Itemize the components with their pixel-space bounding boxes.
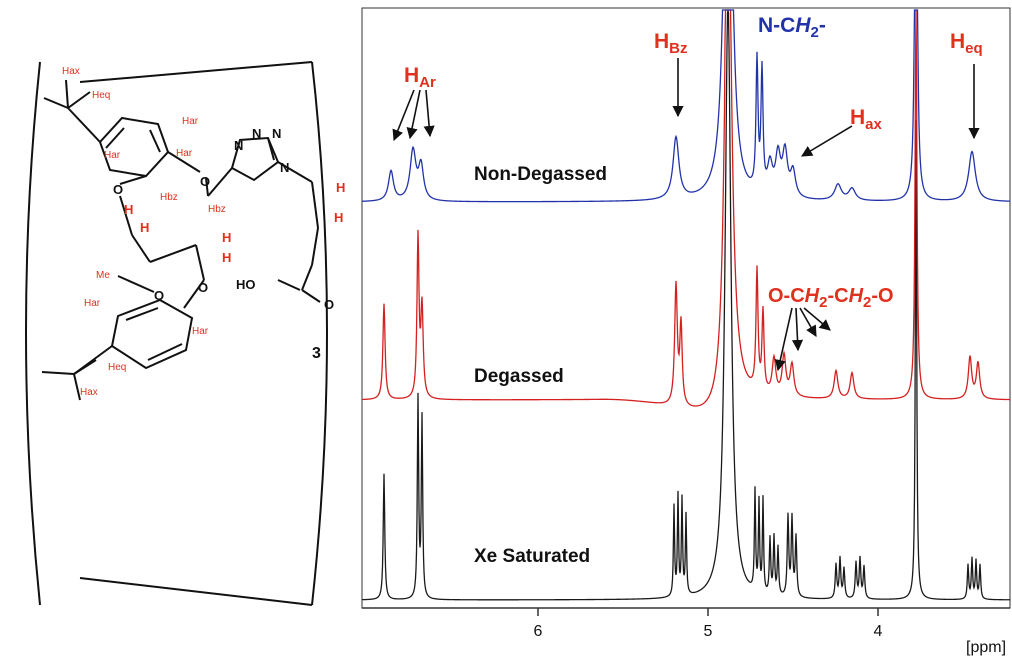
label-har-5: Har [192, 326, 209, 337]
label-har-3: Har [104, 150, 121, 161]
atom-n-4: N [280, 160, 289, 175]
x-unit-label: [ppm] [966, 639, 1006, 656]
annotation-har: HAr [404, 64, 436, 91]
tick-label-6: 6 [534, 623, 543, 640]
annotation-o-ch2-ch2-o: O-CH2-CH2-O [768, 285, 894, 311]
annotation-n-ch2: N-CH2- [758, 14, 826, 41]
trace-degassed [361, 9, 1011, 407]
left-bracket [25, 61, 41, 606]
tick-label-5: 5 [704, 623, 713, 640]
atom-o-methoxy: O [154, 288, 164, 303]
x-ticks [537, 608, 879, 616]
label-har-4: Har [84, 298, 101, 309]
annotation-hbz: HBz [654, 30, 688, 57]
atom-h-5: H [222, 230, 231, 245]
trace-label-non-degassed: Non-Degassed [474, 164, 607, 185]
arrow-hax [801, 125, 853, 157]
trace-label-xe-saturated: Xe Saturated [474, 546, 590, 567]
label-har-1: Har [182, 116, 199, 127]
atom-ho: HO [236, 277, 256, 292]
arrow-och-2 [791, 307, 804, 352]
molecular-structure [25, 61, 328, 606]
arrow-har-1 [392, 89, 415, 142]
annotation-arrows [392, 58, 980, 372]
atom-h-4: H [140, 220, 149, 235]
repeat-subscript: 3 [312, 345, 321, 362]
label-heq-lower: Heq [108, 362, 126, 373]
atom-o-triazole-link: O [200, 174, 210, 189]
atom-o-upper: O [113, 182, 123, 197]
atom-h-3: H [124, 202, 133, 217]
nmr-panel: 6 5 4 [ppm] Non-Degassed Degassed Xe Sat… [361, 7, 1011, 656]
label-heq-upper: Heq [92, 90, 110, 101]
atom-h-6: H [222, 250, 231, 265]
label-hbz-1: Hbz [160, 192, 178, 203]
label-me: Me [96, 270, 110, 281]
atom-n-3: N [272, 126, 281, 141]
arrow-har-2 [406, 89, 421, 140]
label-har-2: Har [176, 148, 193, 159]
label-hax-upper: Hax [62, 66, 80, 77]
trace-xe-saturated [361, 9, 1010, 601]
trace-label-degassed: Degassed [474, 366, 564, 387]
right-bracket [311, 61, 328, 606]
arrow-har-3 [423, 89, 435, 138]
structure-atom-labels: O O O O N N N N HO O 3 H H H H H H Hax H… [62, 66, 345, 398]
atom-h-1: H [336, 180, 345, 195]
label-hax-lower: Hax [80, 387, 98, 398]
arrow-och-4 [803, 307, 831, 331]
atom-o-lower: O [198, 280, 208, 295]
arrow-och-1 [774, 307, 793, 372]
atom-n-1: N [234, 138, 243, 153]
annotation-heq: Heq [950, 30, 983, 57]
arrow-och-3 [799, 307, 817, 337]
trace-non-degassed [361, 9, 1011, 203]
atom-n-2: N [252, 126, 261, 141]
annotation-hax: Hax [850, 106, 883, 133]
tick-label-4: 4 [874, 623, 883, 640]
atom-h-2: H [334, 210, 343, 225]
atom-o-carbonyl: O [324, 297, 334, 312]
label-hbz-2: Hbz [208, 204, 226, 215]
